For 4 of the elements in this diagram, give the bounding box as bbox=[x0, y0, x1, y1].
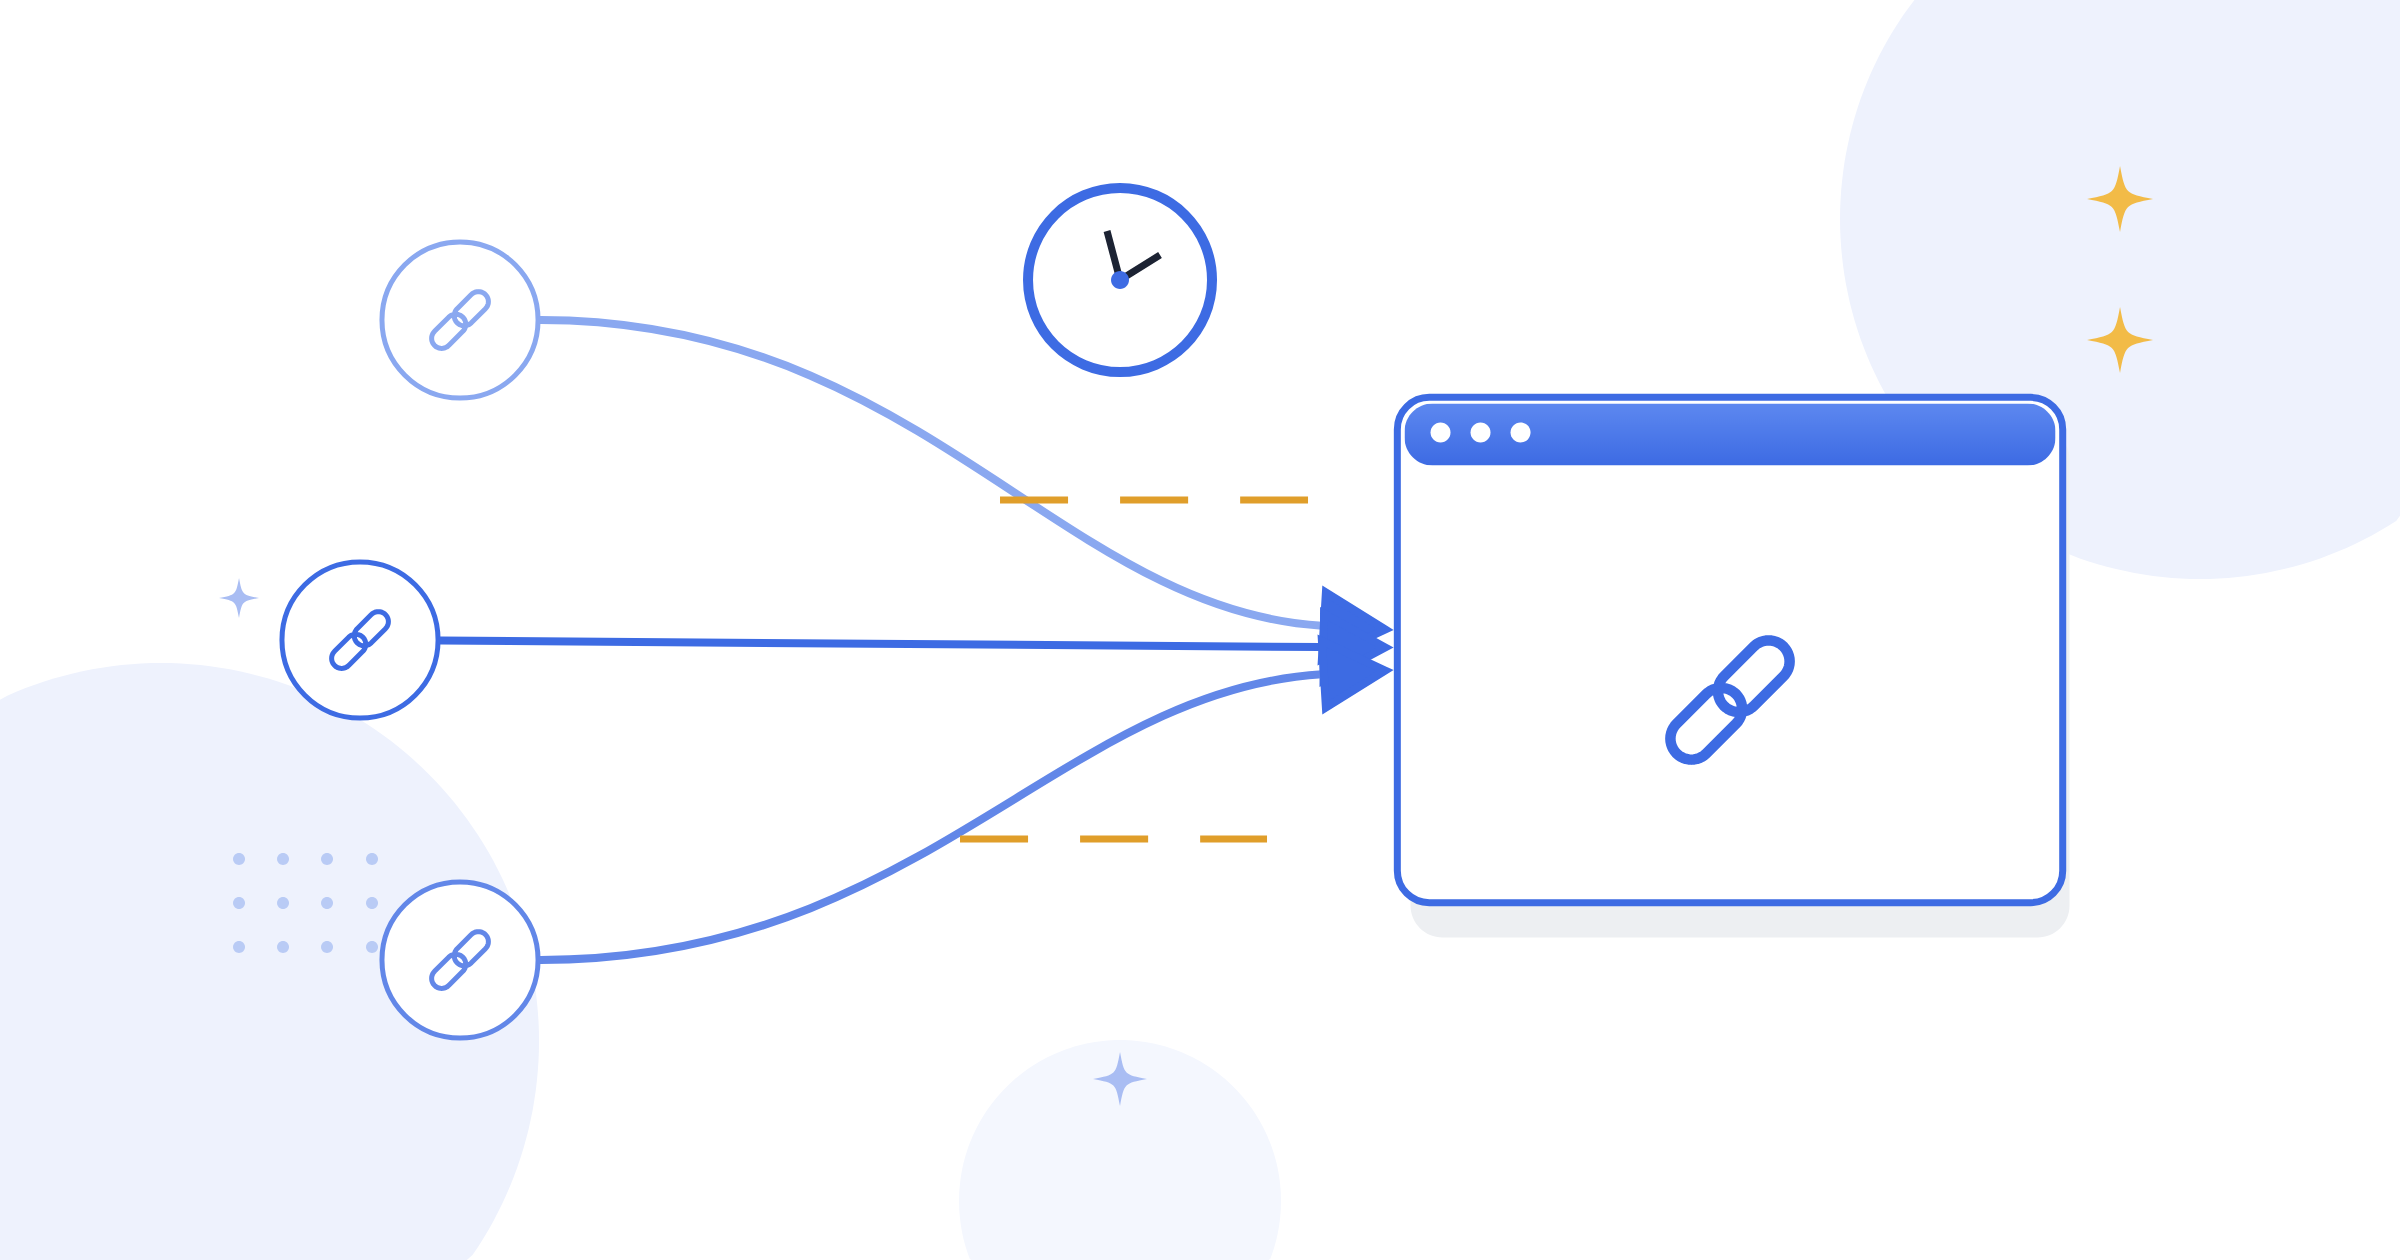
link-circle bbox=[279, 559, 441, 721]
browser-window bbox=[1393, 393, 2070, 938]
link-circle bbox=[379, 239, 541, 401]
link-circle bbox=[379, 879, 541, 1041]
